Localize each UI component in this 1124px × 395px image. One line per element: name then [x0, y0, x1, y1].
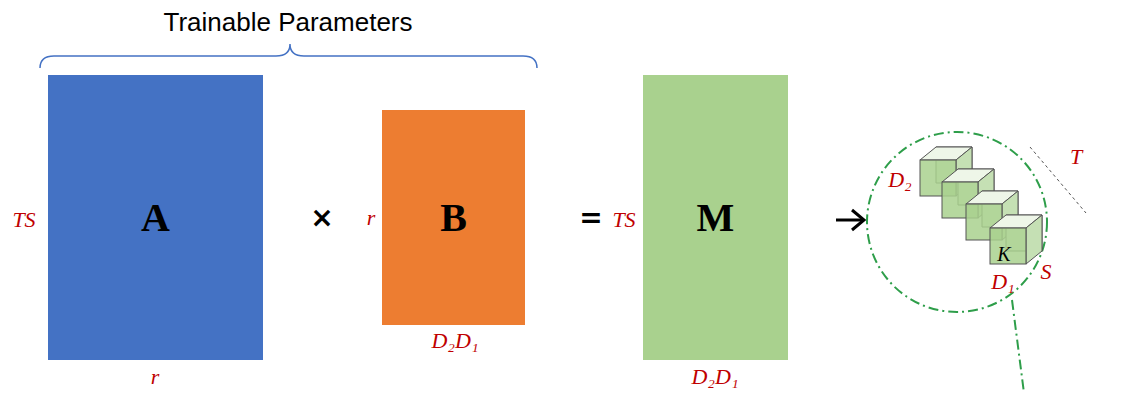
- dimension-label: D₂: [888, 169, 912, 191]
- operator-symbol: =: [579, 204, 602, 232]
- dimension-label: r: [367, 207, 376, 229]
- matrix-m: M: [643, 75, 788, 360]
- depth-line: [1030, 147, 1086, 213]
- zoom-tail: [1012, 300, 1024, 393]
- dimension-label: D₁: [991, 271, 1015, 293]
- dimension-label: D₂D₁: [691, 366, 738, 388]
- curly-bracket: [40, 44, 537, 68]
- dimension-label: TS: [12, 209, 35, 231]
- dimension-label: D₂D₁: [431, 330, 478, 352]
- dimension-label: S: [1041, 261, 1052, 283]
- dimension-label: TS: [612, 209, 635, 231]
- matrix-b: B: [382, 110, 525, 325]
- matrix-letter: B: [440, 194, 467, 241]
- matrix-a: A: [48, 75, 263, 360]
- kernel-cubes: [920, 147, 1042, 264]
- dimension-label: K: [997, 244, 1010, 264]
- arrow-symbol: [836, 210, 864, 230]
- zoom-circle: [867, 132, 1047, 312]
- title: Trainable Parameters: [163, 7, 412, 38]
- dimension-label: r: [151, 366, 160, 388]
- matrix-letter: M: [697, 194, 735, 241]
- operator-symbol: ×: [310, 204, 333, 232]
- matrix-letter: A: [141, 194, 170, 241]
- dimension-label: T: [1070, 146, 1082, 168]
